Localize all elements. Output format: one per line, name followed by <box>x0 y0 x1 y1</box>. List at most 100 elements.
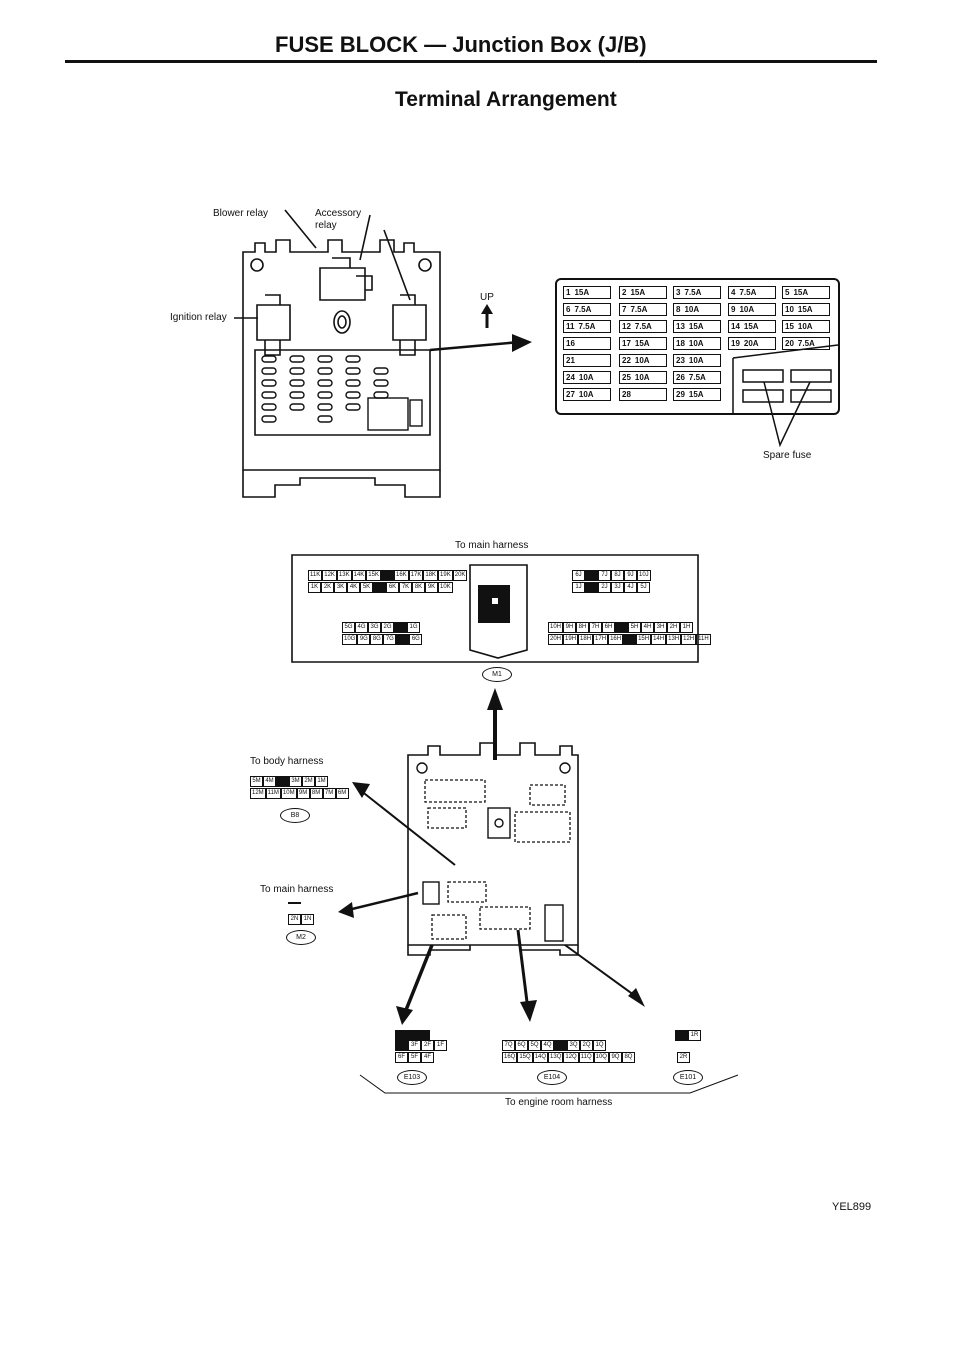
connector-pin: 15Q <box>517 1052 533 1063</box>
connector-pin: 5K <box>360 582 373 593</box>
connector-pin: 11Q <box>578 1052 594 1063</box>
fuse-amperage: 20A <box>743 339 759 348</box>
connector-pin: 4H <box>641 622 655 633</box>
connector-pin: 3G <box>368 622 381 633</box>
connector-pin: 18K <box>423 570 439 581</box>
to-engine-room-harness-label: To engine room harness <box>505 1097 613 1108</box>
connector-pin <box>288 902 301 904</box>
accessory-relay-label: Accessory <box>315 208 362 219</box>
fuse-number: 29 <box>676 390 685 399</box>
connector-pin: 1J <box>572 582 585 593</box>
connector-pin: 6J <box>572 570 585 581</box>
connector-pin: 3Q <box>567 1040 580 1051</box>
connector-e101-top: 1R <box>675 1030 701 1041</box>
connector-pin: 7G <box>383 634 397 645</box>
fuse-amperage: 15A <box>797 305 813 314</box>
to-body-harness-label: To body harness <box>250 756 324 767</box>
connector-pin: 7K <box>399 582 412 593</box>
fuse-amperage: 10A <box>578 390 594 399</box>
connector-pin: 1K <box>308 582 321 593</box>
connector-pin: 12K <box>322 570 337 581</box>
connector-pin: 6F <box>395 1052 408 1063</box>
connector-m2-top <box>288 902 301 904</box>
fuse-amperage: 15A <box>793 288 809 297</box>
connector-pin: 9M <box>296 788 310 799</box>
connector-pin: 8H <box>576 622 590 633</box>
up-label: UP <box>480 292 494 303</box>
fuse-amperage: 7.5A <box>634 322 652 331</box>
fuse-21: 21 <box>563 354 611 367</box>
to-main-harness-left-label: To main harness <box>260 884 334 895</box>
connector-pin: 10Q <box>593 1052 609 1063</box>
fuse-amperage: 15A <box>634 339 650 348</box>
fuse-amperage: 10A <box>634 356 650 365</box>
fuse-number: 19 <box>731 339 740 348</box>
connector-pin: 1R <box>688 1030 701 1041</box>
fuse-number: 17 <box>622 339 631 348</box>
connector-id-e103: E103 <box>397 1070 427 1085</box>
connector-pin: 5F <box>408 1052 421 1063</box>
fuse-number: 20 <box>785 339 794 348</box>
fuse-amperage: 7.5A <box>684 288 702 297</box>
connector-pin: 9K <box>425 582 438 593</box>
fuse-number: 2 <box>622 288 627 297</box>
connector-pin <box>585 570 598 581</box>
connector-pin: 17H <box>593 634 609 645</box>
fuse-amperage: 10A <box>688 339 704 348</box>
connector-pin: 2N <box>288 914 301 925</box>
connector-pin: 3J <box>611 582 624 593</box>
connector-pin: 4J <box>624 582 637 593</box>
connector-id-e104: E104 <box>537 1070 567 1085</box>
connector-pin: 5H <box>628 622 642 633</box>
connector-pin <box>395 1040 408 1051</box>
connector-pin: 2M <box>302 776 315 787</box>
fuse-amperage: 15A <box>574 288 590 297</box>
connector-pin: 4K <box>347 582 360 593</box>
connector-pin: 19K <box>438 570 453 581</box>
fuse-number: 9 <box>731 305 736 314</box>
connector-pin: 8Q <box>621 1052 635 1063</box>
connector-pin: 15H <box>636 634 652 645</box>
connector-pin: 8G <box>370 634 384 645</box>
fuse-number: 24 <box>566 373 575 382</box>
fuse-number: 16 <box>566 339 575 348</box>
connector-pin: 14K <box>351 570 367 581</box>
fuse-number: 6 <box>566 305 571 314</box>
fuse-amperage: 10A <box>578 373 594 382</box>
connector-e101-bottom: 2R <box>677 1052 690 1063</box>
connector-id-b8: B8 <box>280 808 310 823</box>
title-rule <box>65 60 877 63</box>
connector-pin <box>554 1040 567 1051</box>
connector-pin <box>675 1030 688 1041</box>
ignition-relay-label: Ignition relay <box>170 312 227 323</box>
fuse-28: 28 <box>619 388 667 401</box>
connector-pin <box>623 634 637 645</box>
fuse-amperage: 7.5A <box>688 373 706 382</box>
connector-pin: 17K <box>408 570 424 581</box>
connector-pin: 12H <box>681 634 697 645</box>
fuse-number: 15 <box>785 322 794 331</box>
connector-pin: 10G <box>342 634 358 645</box>
connector-pin: 1M <box>315 776 328 787</box>
fuse-amperage: 7.5A <box>630 305 648 314</box>
to-main-harness-label: To main harness <box>455 540 529 551</box>
connector-pin: 1H <box>680 622 694 633</box>
